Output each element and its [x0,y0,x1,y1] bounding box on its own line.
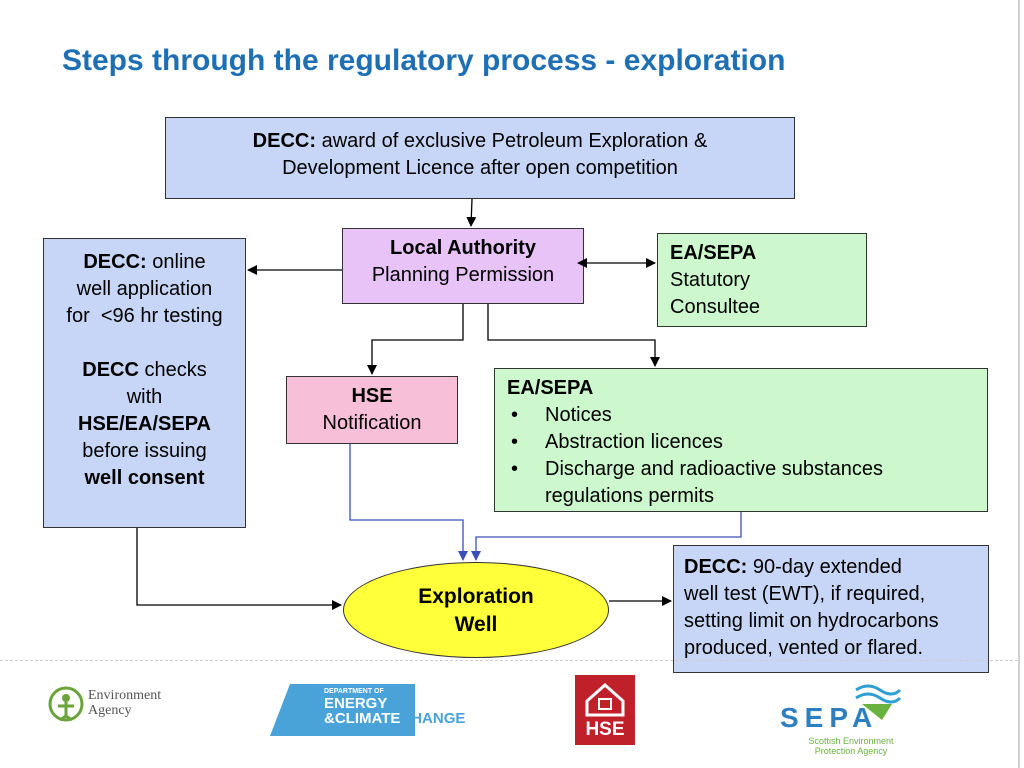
decc-left-consent: well consent [84,467,205,489]
decc-left-before: before issuing [82,440,207,462]
decc-logo-shape [270,684,415,736]
hse-logo-text: HSE [585,719,625,740]
permits-list: Notices Abstraction licences Discharge a… [507,402,977,510]
hse-logo: HSE [575,675,635,745]
decc-left-agencies: HSE/EA/SEPA [78,413,211,435]
ewt-line2: well test (EWT), if required, [684,583,926,605]
licence-text-2: Development Licence after open competiti… [282,157,678,179]
easepa-permits-box: EA/SEPA Notices Abstraction licences Dis… [494,368,988,512]
decc-left-checks: checks [138,359,207,381]
decc-logo-line3: &CLIMATE [324,710,401,727]
slide-title: Steps through the regulatory process - e… [62,44,786,77]
permit-item: Abstraction licences [507,429,977,456]
ewt-line3: setting limit on hydrocarbons [684,610,939,632]
consultee-line1: Statutory [670,269,751,291]
arrow-permits-to-well [471,512,742,561]
sepa-wave-icon [855,684,902,720]
ewt-org: DECC: [684,556,748,578]
decc-left-with: with [126,386,163,408]
decc-left-org: DECC: [83,251,147,273]
arrow-licence-to-la [466,198,477,227]
arrow-hse-to-well [349,444,468,561]
decc-left-org2: DECC [82,359,139,381]
decc-ewt-box: DECC: 90-day extended well test (EWT), i… [673,545,989,673]
permit-item: Discharge and radioactive substances reg… [507,456,977,510]
decc-left-line2: well application [76,278,213,300]
ea-logo-line1: Environment [88,688,162,703]
licence-org: DECC: [252,130,317,152]
licence-text-1: award of exclusive Petroleum Exploration… [316,130,708,152]
environment-agency-logo: Environment Agency [48,684,188,724]
sepa-logo-line2: Protection Agency [814,746,888,756]
hse-house-icon [585,682,625,717]
local-authority-box: Local Authority Planning Permission [342,228,584,304]
permit-item: Notices [507,402,977,429]
slide-edge [1018,0,1020,768]
hse-title: HSE [351,385,393,407]
footer-divider [0,660,1018,661]
decc-logo-line1: DEPARTMENT OF [324,688,384,695]
decc-logo-line4: CHANGE [400,710,466,727]
sepa-logo: SEPA Scottish Environment Protection Age… [780,682,915,760]
decc-left-line3: for <96 hr testing [66,305,223,327]
hse-subtitle: Notification [322,412,422,434]
hse-notification-box: HSE Notification [286,376,458,444]
arrow-decc-to-well [136,528,342,610]
permits-title: EA/SEPA [507,377,594,399]
decc-well-application-box: DECC: online well application for <96 hr… [43,238,246,528]
la-subtitle: Planning Permission [371,264,555,286]
easepa-consultee-box: EA/SEPA Statutory Consultee [657,233,867,327]
arrow-la-to-permits [487,304,660,367]
arrow-la-to-hse [367,304,464,375]
decc-left-line1: online [146,251,206,273]
well-line2: Well [454,613,498,636]
consultee-title: EA/SEPA [670,242,757,264]
la-title: Local Authority [390,237,536,259]
ewt-line1: 90-day extended [747,556,902,578]
well-line1: Exploration [418,585,534,608]
exploration-well-node: Exploration Well [343,562,609,658]
decc-logo: DEPARTMENT OF ENERGY &CLIMATECHANGE [270,684,470,736]
sepa-logo-line1: Scottish Environment [808,736,894,746]
ea-logo-line2: Agency [88,703,132,718]
consultee-line2: Consultee [670,296,761,318]
sepa-logo-name: SEPA [780,702,879,733]
ea-leaf-icon [48,686,84,722]
decc-logo-line2: ENERGY [324,695,388,712]
decc-licence-box: DECC: award of exclusive Petroleum Explo… [165,117,795,199]
ewt-line4: produced, vented or flared. [684,637,924,659]
